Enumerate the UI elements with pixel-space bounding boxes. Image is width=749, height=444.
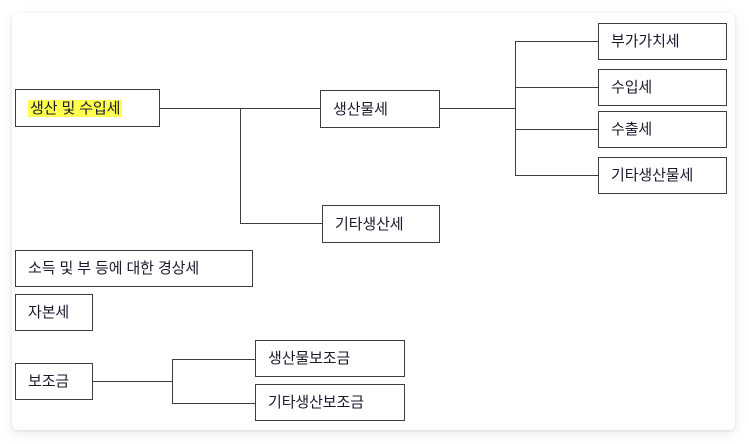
node-other-production-subsidy[interactable]: 기타생산보조금 — [255, 384, 405, 421]
connector-product-tax-to-trunk2 — [440, 108, 515, 109]
connector-trunk2-to-value-added-tax — [515, 41, 598, 42]
connector-root-to-trunk — [160, 108, 240, 109]
node-export-tax[interactable]: 수출세 — [598, 111, 727, 148]
node-label: 생산물세 — [333, 100, 388, 118]
connector-trunk-to-product-tax — [240, 108, 320, 109]
node-subsidy[interactable]: 보조금 — [15, 363, 93, 400]
node-label: 생산물보조금 — [268, 350, 351, 367]
connector-trunk3-to-other-production-subsidy — [172, 403, 255, 404]
connector-subsidy-to-trunk3 — [93, 381, 172, 382]
node-product-tax[interactable]: 생산물세 — [320, 90, 440, 128]
connector-trunk2-to-export-tax — [515, 129, 598, 130]
node-other-production-tax[interactable]: 기타생산세 — [322, 205, 440, 243]
node-label: 기타생산보조금 — [268, 394, 364, 411]
node-product-subsidy[interactable]: 생산물보조금 — [255, 340, 405, 377]
node-capital-tax[interactable]: 자본세 — [15, 294, 93, 331]
node-label: 소득 및 부 등에 대한 경상세 — [28, 260, 200, 277]
node-other-product-tax[interactable]: 기타생산물세 — [598, 157, 727, 194]
connector-trunk-level1 — [240, 108, 241, 223]
node-label: 수출세 — [611, 121, 653, 138]
node-current-tax-income-wealth[interactable]: 소득 및 부 등에 대한 경상세 — [15, 250, 253, 287]
node-import-tax[interactable]: 수입세 — [598, 69, 727, 106]
connector-trunk3-to-product-subsidy — [172, 359, 255, 360]
node-value-added-tax[interactable]: 부가가치세 — [598, 23, 727, 60]
node-label: 부가가치세 — [611, 33, 680, 50]
node-label: 기타생산세 — [335, 215, 404, 233]
node-label: 기타생산물세 — [611, 167, 694, 184]
connector-trunk2-to-other-product-tax — [515, 175, 598, 176]
node-label: 수입세 — [611, 79, 653, 96]
connector-trunk-subsidy — [172, 359, 173, 403]
connector-trunk-to-other-production-tax — [240, 223, 322, 224]
connector-trunk-level2 — [515, 41, 516, 175]
node-label: 생산 및 수입세 — [28, 99, 123, 117]
node-root-production-import-tax[interactable]: 생산 및 수입세 — [15, 89, 160, 127]
connector-trunk2-to-import-tax — [515, 87, 598, 88]
node-label: 자본세 — [28, 304, 70, 321]
node-label: 보조금 — [28, 373, 70, 390]
